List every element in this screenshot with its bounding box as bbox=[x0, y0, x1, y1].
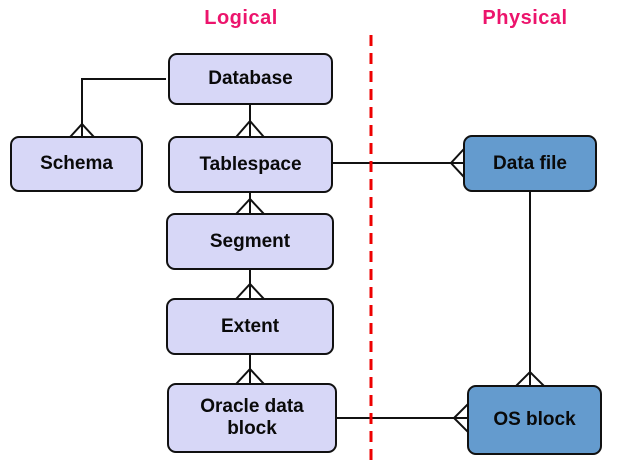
edge-tablespace-data-file bbox=[332, 148, 465, 178]
edge-data-file-os-block bbox=[515, 191, 545, 387]
node-segment: Segment bbox=[166, 213, 334, 270]
edge-extent-oracle-data-block bbox=[235, 354, 265, 385]
edge-oracle-data-block-os-block bbox=[334, 403, 469, 433]
node-schema: Schema bbox=[10, 136, 143, 192]
node-extent: Extent bbox=[166, 298, 334, 355]
logical-section-label: Logical bbox=[204, 7, 278, 29]
node-database: Database bbox=[168, 53, 333, 105]
edge-database-tablespace bbox=[235, 104, 265, 138]
edge-tablespace-segment bbox=[235, 192, 265, 215]
physical-section-label: Physical bbox=[482, 7, 568, 29]
node-tablespace: Tablespace bbox=[168, 136, 333, 193]
node-os-block: OS block bbox=[467, 385, 602, 455]
edge-segment-extent bbox=[235, 269, 265, 300]
edge-database-schema bbox=[69, 78, 166, 138]
node-oracle-data-block: Oracle data block bbox=[167, 383, 337, 453]
node-data-file: Data file bbox=[463, 135, 597, 192]
